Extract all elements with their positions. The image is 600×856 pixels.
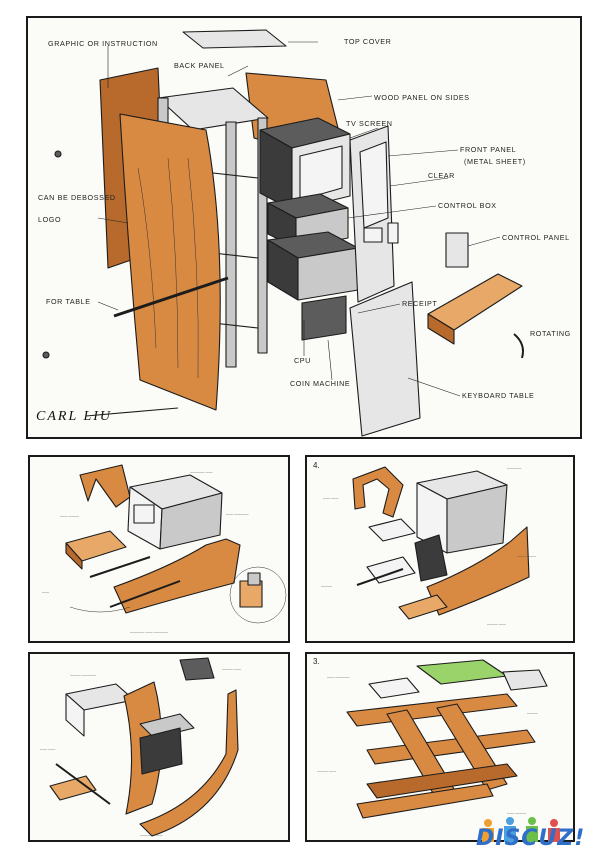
signature: CARL LIU [36,409,112,424]
label-coin-machine: COIN MACHINE [290,379,350,388]
svg-text:—— ————: —— ———— [226,512,249,516]
rotating-arrow [513,333,524,359]
screw [42,351,50,359]
variant-1-drawing: —— ——— ———— —— —— ———— —— ———— —— ———— [42,464,287,634]
svg-text:———— —— ————: ———— —— ———— [130,630,168,634]
front-metal-panel [349,125,421,437]
variant-4-drawing: —— ———— ——— ——— —— —— ——— [317,659,548,819]
cpu-unit [267,231,359,301]
screw [54,150,62,158]
label-graphic: GRAPHIC OR INSTRUCTION [48,39,158,48]
svg-text:—— ———: —— ——— [507,811,526,815]
svg-text:——— ——: ——— —— [487,622,506,626]
top-cover [182,29,287,49]
variant-2-drawing: ———— —— —— —— ——— ——— ——— —— [321,466,536,626]
variant-3-drawing: ——— ———— ——— —— —— —— ———— —— [40,657,241,837]
svg-text:—— ——: —— —— [323,496,339,500]
control-panel [445,232,469,268]
label-logo-2: LOGO [38,215,61,224]
variant-2-number: 4. [313,461,320,470]
coin-machine-unit [301,295,347,341]
watermark-figures [482,817,560,842]
label-top-cover: TOP COVER [344,37,391,46]
svg-text:——— ——: ——— —— [317,769,336,773]
lattice-structure [346,693,536,819]
label-metal-sheet: (METAL SHEET) [464,157,526,166]
watermark-text: DISCUZ! [476,826,586,851]
label-wood-panel: WOOD PANEL ON SIDES [374,93,470,102]
svg-text:———: ——— [321,584,332,588]
svg-text:———— ——: ———— —— [140,833,163,837]
main-exploded-drawing: GRAPHIC OR INSTRUCTION TOP COVER BACK PA… [36,29,571,437]
variant-2-annotation: ———— —— —— —— ——— ——— ——— —— [321,466,536,626]
svg-text:—— ———: —— ——— [60,514,79,518]
main-exploded-view-panel: GRAPHIC OR INSTRUCTION TOP COVER BACK PA… [26,16,582,439]
label-for-table: FOR TABLE [46,297,91,306]
variant-sketch-3: ——— ———— ——— —— —— —— ———— —— [28,652,290,842]
variant-4-annotation: —— ———— ——— ——— —— —— ——— [317,675,538,815]
label-clear: CLEAR [428,171,455,180]
variant-4-number: 3. [313,657,320,666]
variant-3-annotation: ——— ———— ——— —— —— —— ———— —— [40,667,241,837]
keyboard-table [427,273,523,345]
svg-text:——— ————: ——— ———— [70,673,97,677]
label-control-box: CONTROL BOX [438,201,497,210]
label-back-panel: BACK PANEL [174,61,225,70]
svg-text:—— ——: —— —— [40,747,56,751]
variant-sketch-4: —— ———— ——— ——— —— —— ——— [305,652,575,842]
variant-sketch-2: ———— —— —— —— ——— ——— ——— —— [305,455,575,643]
label-tv-screen: TV SCREEN [346,119,393,128]
svg-text:———: ——— [527,711,538,715]
svg-text:—— ———: —— ——— [517,554,536,558]
table-rod [113,276,229,318]
label-control-panel: CONTROL PANEL [502,233,570,242]
svg-text:———— ——: ———— —— [190,470,213,474]
svg-text:—— ————: —— ———— [327,675,350,679]
tv-screen [259,117,351,211]
variant-1-annotation: —— ——— ———— —— —— ———— —— ———— —— ———— [42,470,249,634]
svg-text:————: ———— [507,466,522,470]
label-front-panel: FRONT PANEL [460,145,516,154]
variant-sketch-1: —— ——— ———— —— —— ———— —— ———— —— ———— [28,455,290,643]
svg-text:——: —— [42,590,50,594]
label-rotating: ROTATING [530,329,571,338]
label-logo-1: CAN BE DEBOSSED [38,193,116,202]
label-cpu: CPU [294,356,311,365]
label-receipt: RECEIPT [402,299,437,308]
label-keyboard-table: KEYBOARD TABLE [462,391,534,400]
front-wood-side-panel [119,113,221,411]
svg-text:——— ——: ——— —— [222,667,241,671]
